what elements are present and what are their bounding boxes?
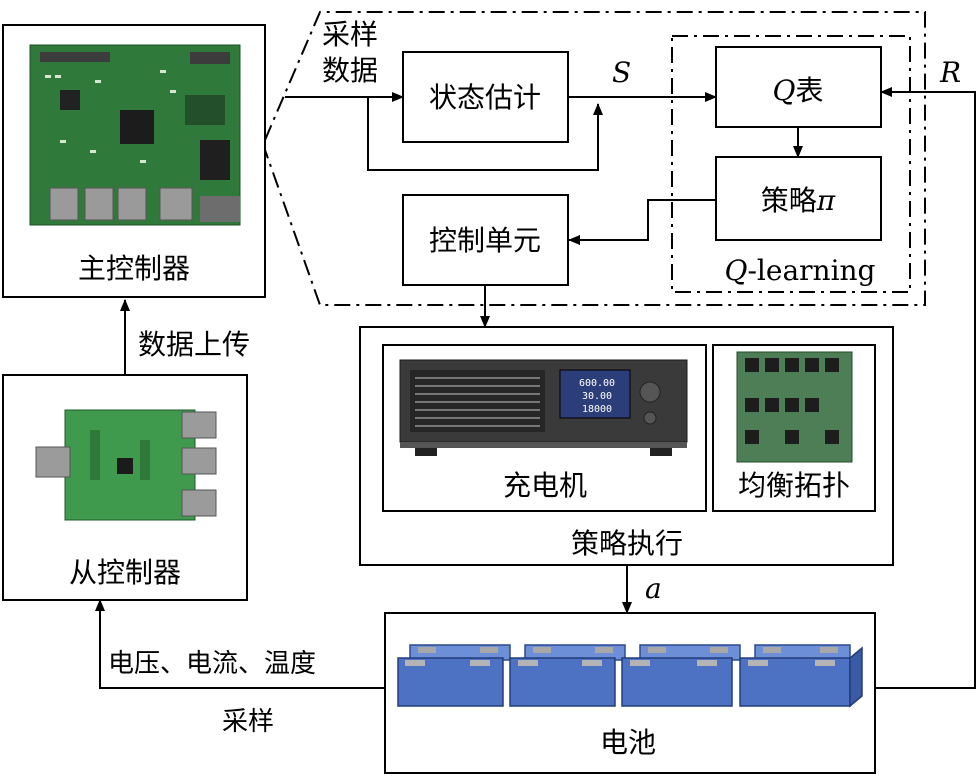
q-table-label: Q表 <box>773 74 824 107</box>
charger-label: 充电机 <box>503 469 587 502</box>
battery-box: 电池 <box>384 612 876 774</box>
upload-label: 数据上传 <box>138 328 250 361</box>
measurement-arrow <box>95 599 385 689</box>
q-learning-label: Q-learning <box>725 254 876 287</box>
balancing-topology-box: 均衡拓扑 <box>712 344 876 512</box>
q-learning-suffix: -learning <box>747 254 875 287</box>
reward-symbol: R <box>939 56 961 89</box>
q-table-suffix: 表 <box>795 74 823 107</box>
control-unit-label: 控制单元 <box>429 224 541 257</box>
q-table-symbol: Q <box>773 74 796 107</box>
slave-controller-pcb-image <box>35 409 217 521</box>
policy-box: 策略π <box>715 156 882 241</box>
charger-readout-power: 18000 <box>582 404 612 415</box>
measurement-label-line2: 采样 <box>222 707 274 737</box>
sampling-data-line1: 采样 <box>322 18 378 51</box>
state-bypass-line <box>367 97 603 171</box>
main-controller-label: 主控制器 <box>78 252 190 285</box>
slave-controller-box: 从控制器 <box>2 374 248 601</box>
balancing-topology-label: 均衡拓扑 <box>738 469 850 502</box>
policy-symbol: π <box>816 184 836 217</box>
charger-readout-current: 30.00 <box>582 391 612 402</box>
strategy-execution-label: 策略执行 <box>571 527 683 560</box>
policy-to-control-arrow <box>568 199 716 245</box>
charger-image: 600.00 30.00 18000 <box>399 359 688 456</box>
sampling-data-line2: 数据 <box>322 54 378 87</box>
battery-label: 电池 <box>600 726 656 759</box>
action-symbol: a <box>645 572 662 605</box>
main-controller-box: 主控制器 <box>2 24 266 298</box>
strategy-execution-box: 600.00 30.00 18000 充电机 <box>359 326 894 566</box>
measurement-label-line1: 电压、电流、温度 <box>108 649 316 679</box>
balancing-topology-image <box>736 351 853 463</box>
charger-box: 600.00 30.00 18000 充电机 <box>382 344 707 512</box>
battery-pack-image <box>397 644 863 708</box>
charger-readout-voltage: 600.00 <box>579 378 615 389</box>
state-estimation-box: 状态估计 <box>402 51 569 143</box>
q-learning-group-box <box>671 35 911 293</box>
reward-arrow <box>875 87 976 689</box>
q-learning-symbol: Q <box>725 254 748 287</box>
state-symbol: S <box>612 56 631 89</box>
policy-label: 策略 <box>761 184 817 217</box>
state-estimation-label: 状态估计 <box>429 81 541 114</box>
main-controller-pcb-image <box>29 44 241 226</box>
q-table-box: Q表 <box>715 46 882 128</box>
algorithm-zoom-outline <box>264 11 926 306</box>
control-unit-box: 控制单元 <box>402 194 569 286</box>
slave-controller-label: 从控制器 <box>69 556 181 589</box>
policy-label-group: 策略π <box>761 184 836 217</box>
